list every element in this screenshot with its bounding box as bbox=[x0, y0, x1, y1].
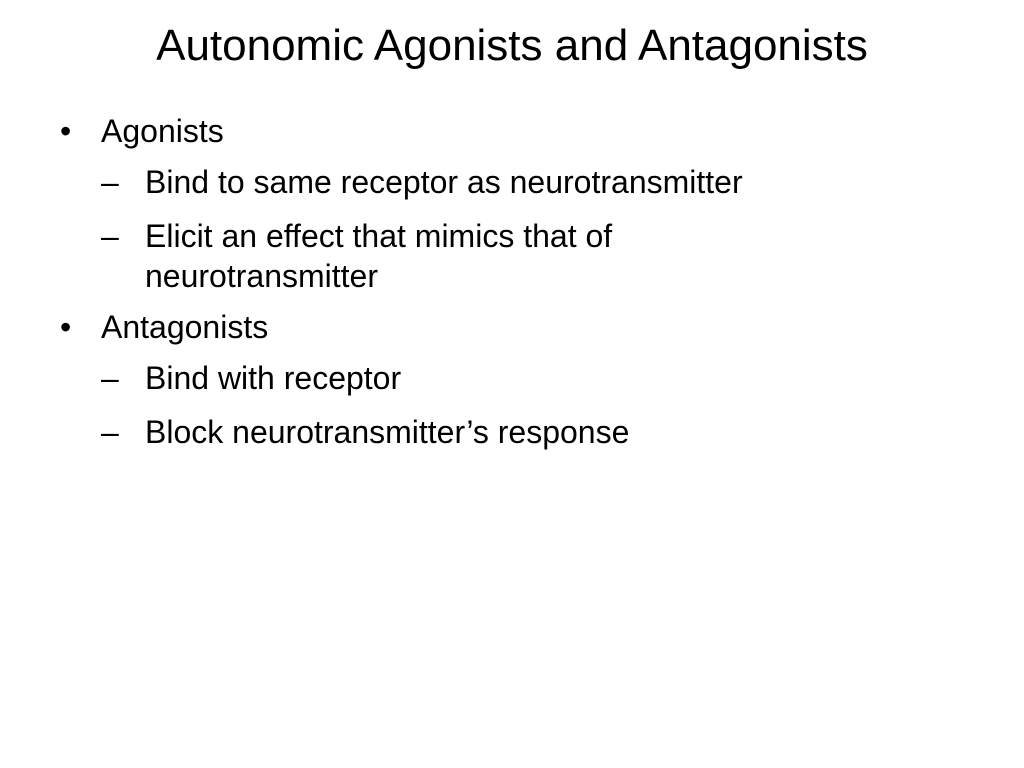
slide-title: Autonomic Agonists and Antagonists bbox=[156, 21, 868, 70]
sub-bullet-list: – Bind with receptor – Block neurotransm… bbox=[101, 358, 960, 452]
sub-bullet-item: – Bind to same receptor as neurotransmit… bbox=[101, 162, 960, 202]
dash-marker: – bbox=[101, 218, 119, 254]
sub-bullet-item: – Block neurotransmitter’s response bbox=[101, 412, 960, 452]
bullet-text: Agonists bbox=[101, 113, 224, 149]
bullet-antagonists: • Antagonists – Bind with receptor – Blo… bbox=[60, 304, 960, 452]
sub-bullet-text: Bind to same receptor as neurotransmitte… bbox=[145, 164, 743, 200]
sub-bullet-list: – Bind to same receptor as neurotransmit… bbox=[101, 162, 960, 296]
bullet-agonists: • Agonists – Bind to same receptor as ne… bbox=[60, 108, 960, 296]
dash-marker: – bbox=[101, 164, 119, 200]
dash-marker: – bbox=[101, 414, 119, 450]
bullet-list: • Agonists – Bind to same receptor as ne… bbox=[60, 108, 960, 452]
sub-bullet-item: – Elicit an effect that mimics that of n… bbox=[101, 216, 960, 296]
sub-bullet-item: – Bind with receptor bbox=[101, 358, 960, 398]
sub-bullet-text: Block neurotransmitter’s response bbox=[145, 414, 630, 450]
sub-bullet-text: Bind with receptor bbox=[145, 360, 402, 396]
bullet-text: Antagonists bbox=[101, 309, 269, 345]
bullet-marker: • bbox=[60, 113, 72, 149]
bullet-marker: • bbox=[60, 309, 72, 345]
dash-marker: – bbox=[101, 360, 119, 396]
sub-bullet-text: Elicit an effect that mimics that of neu… bbox=[145, 218, 613, 294]
